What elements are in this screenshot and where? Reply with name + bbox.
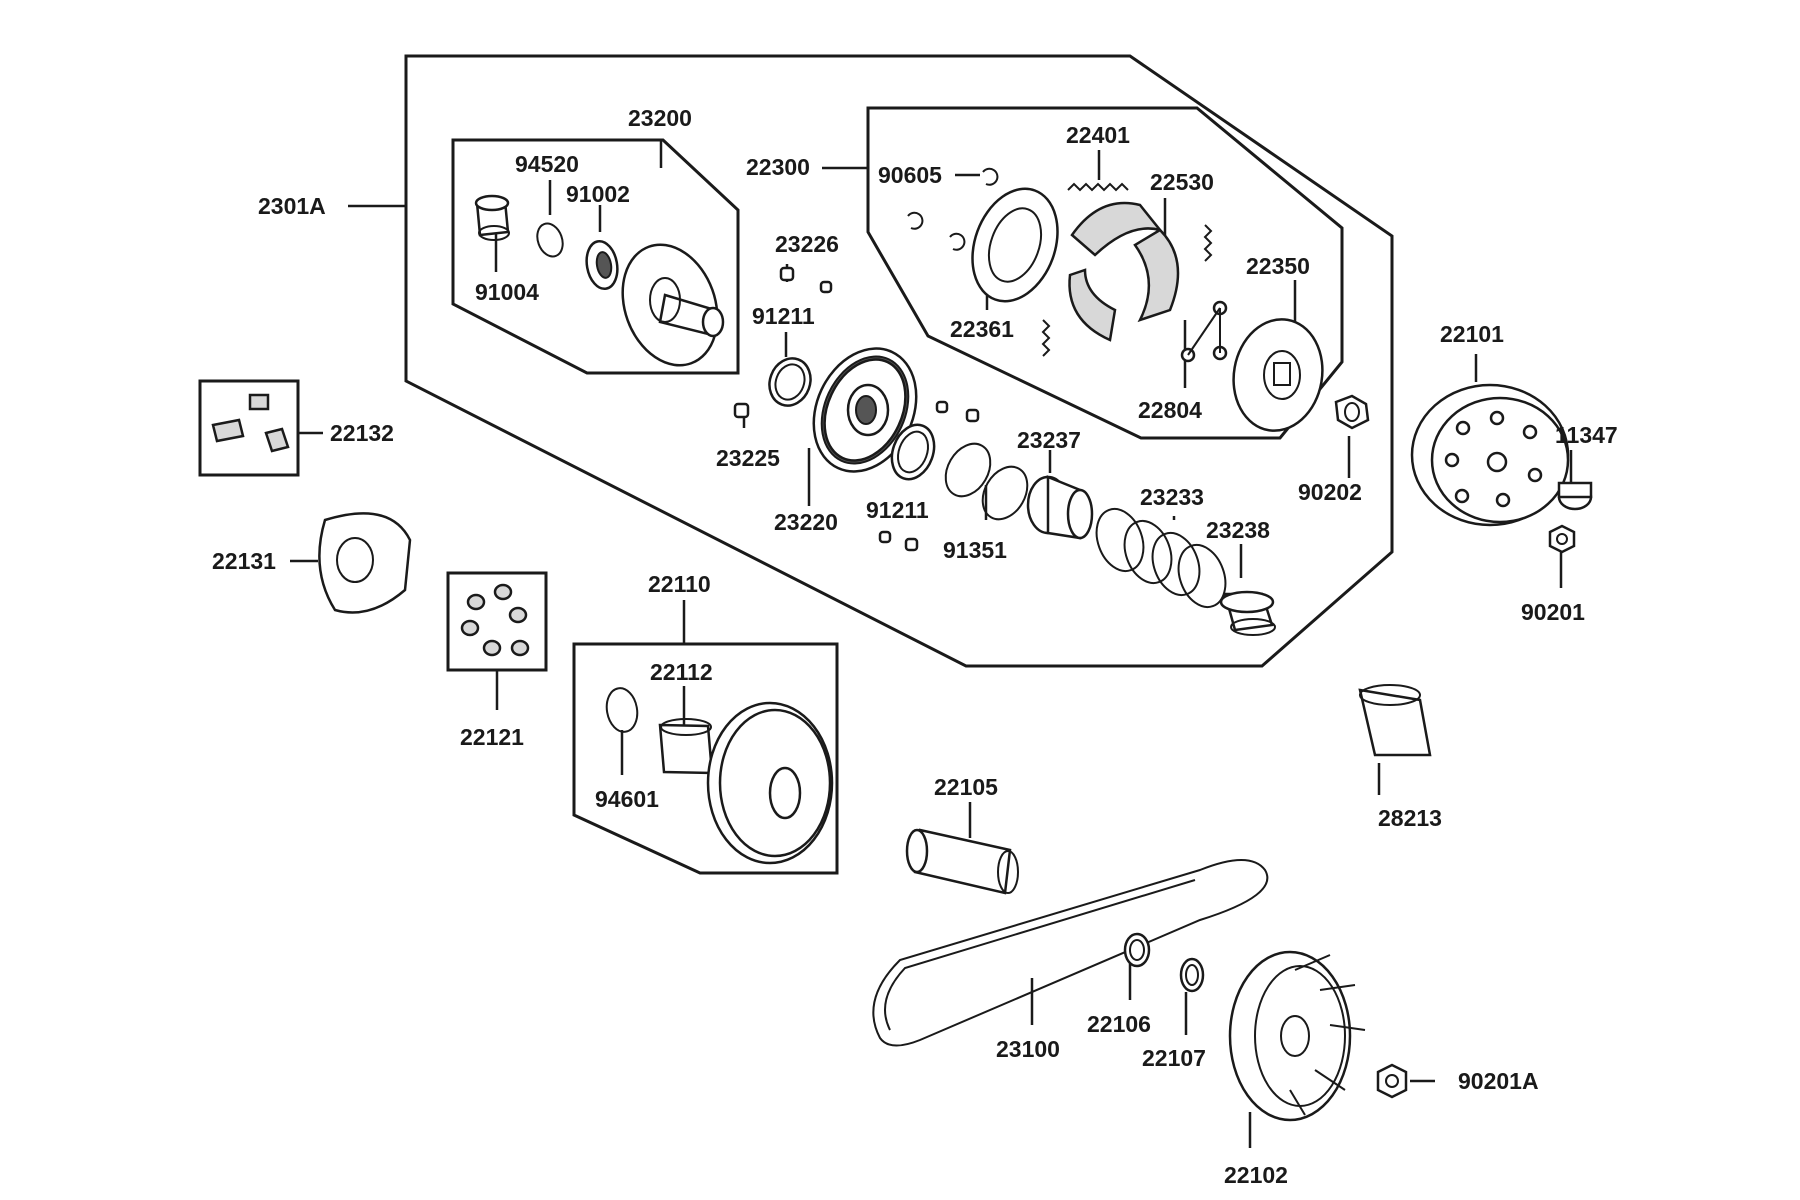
part-22530-clutch-shoes xyxy=(1068,201,1180,342)
label-23100: 23100 xyxy=(996,1036,1060,1062)
label-23200: 23200 xyxy=(628,105,692,131)
label-22131: 22131 xyxy=(212,548,276,574)
label-22361: 22361 xyxy=(950,316,1014,342)
label-23220: 23220 xyxy=(774,509,838,535)
part-90605-clips xyxy=(907,167,999,251)
part-91002-bearing xyxy=(585,239,619,291)
label-22121: 22121 xyxy=(460,724,524,750)
part-22131-ramp-plate xyxy=(318,512,412,614)
label-90605: 90605 xyxy=(878,162,942,188)
label-22105: 22105 xyxy=(934,774,998,800)
label-22112: 22112 xyxy=(650,659,713,685)
label-90201A: 90201A xyxy=(1458,1068,1539,1094)
label-90202: 90202 xyxy=(1298,479,1362,505)
part-23233-spring xyxy=(1095,508,1227,608)
label-22106: 22106 xyxy=(1087,1011,1151,1037)
label-22350: 22350 xyxy=(1246,253,1310,279)
label-23225: 23225 xyxy=(716,445,780,471)
part-22804-pins xyxy=(1180,300,1228,363)
part-91211-seal-upper xyxy=(768,357,812,407)
label-22132: 22132 xyxy=(330,420,394,446)
part-94601-circlip xyxy=(605,687,639,733)
part-91004-sleeve xyxy=(474,194,510,241)
group-outline-22132 xyxy=(198,379,300,477)
label-23226: 23226 xyxy=(775,231,839,257)
label-91211-lower: 91211 xyxy=(866,497,929,523)
part-23237-collar xyxy=(1026,475,1094,540)
label-22401: 22401 xyxy=(1066,122,1130,148)
label-22107: 22107 xyxy=(1142,1045,1206,1071)
part-22350-clutch-plate xyxy=(1232,318,1324,432)
part-91211-seal-lower xyxy=(890,423,936,481)
part-22361-plate xyxy=(971,187,1059,303)
part-23220-movable-face xyxy=(812,347,918,473)
part-small-pins xyxy=(878,400,980,552)
label-22101: 22101 xyxy=(1440,321,1504,347)
label-94520: 94520 xyxy=(515,151,579,177)
label-11347: 11347 xyxy=(1555,422,1618,448)
label-22110: 22110 xyxy=(648,571,711,597)
label-23237: 23237 xyxy=(1017,427,1081,453)
group-outline-23200 xyxy=(451,138,740,375)
label-90201: 90201 xyxy=(1521,599,1585,625)
label-28213: 28213 xyxy=(1378,805,1442,831)
part-22106-washer xyxy=(1123,932,1151,968)
label-22102: 22102 xyxy=(1224,1162,1288,1188)
part-23226-pins xyxy=(779,266,833,294)
part-22105-collar xyxy=(905,828,1019,895)
label-91211-upper: 91211 xyxy=(752,303,815,329)
part-22121-rollers xyxy=(460,583,530,657)
part-11347-spacer xyxy=(1557,481,1593,511)
part-23200-driven-face xyxy=(621,243,725,367)
label-91002: 91002 xyxy=(566,181,630,207)
part-23100-drive-belt xyxy=(872,859,1269,1047)
part-94520-circlip xyxy=(536,222,564,258)
label-23238: 23238 xyxy=(1206,517,1270,543)
part-91351-o-rings xyxy=(944,442,1029,521)
part-90201A-nut xyxy=(1376,1063,1408,1099)
label-94601: 94601 xyxy=(595,786,659,812)
label-91351: 91351 xyxy=(943,537,1007,563)
part-28213-cup xyxy=(1358,684,1432,757)
part-springs xyxy=(1041,224,1213,357)
part-22132-sliders xyxy=(211,393,290,453)
label-91004: 91004 xyxy=(475,279,539,305)
label-22804: 22804 xyxy=(1138,397,1202,423)
part-22101-clutch-bell xyxy=(1410,383,1570,527)
label-22300: 22300 xyxy=(746,154,810,180)
part-23238-sleeve xyxy=(1219,590,1276,636)
label-23233: 23233 xyxy=(1140,484,1204,510)
group-outline-22300 xyxy=(866,106,1344,440)
part-90201-nut xyxy=(1548,524,1576,554)
label-22530: 22530 xyxy=(1150,169,1214,195)
part-22110-drive-face xyxy=(706,701,834,865)
part-22102-fan-face xyxy=(1228,950,1366,1122)
label-2301A: 2301A xyxy=(258,193,326,219)
part-23225-pin xyxy=(733,402,750,419)
group-outline-22110 xyxy=(572,642,839,875)
group-outline-2301A xyxy=(404,54,1394,668)
part-22107-washer xyxy=(1179,957,1205,993)
part-22112-sleeve xyxy=(658,718,714,775)
part-22401-spring xyxy=(1067,182,1129,192)
part-90202-nut xyxy=(1334,394,1370,430)
